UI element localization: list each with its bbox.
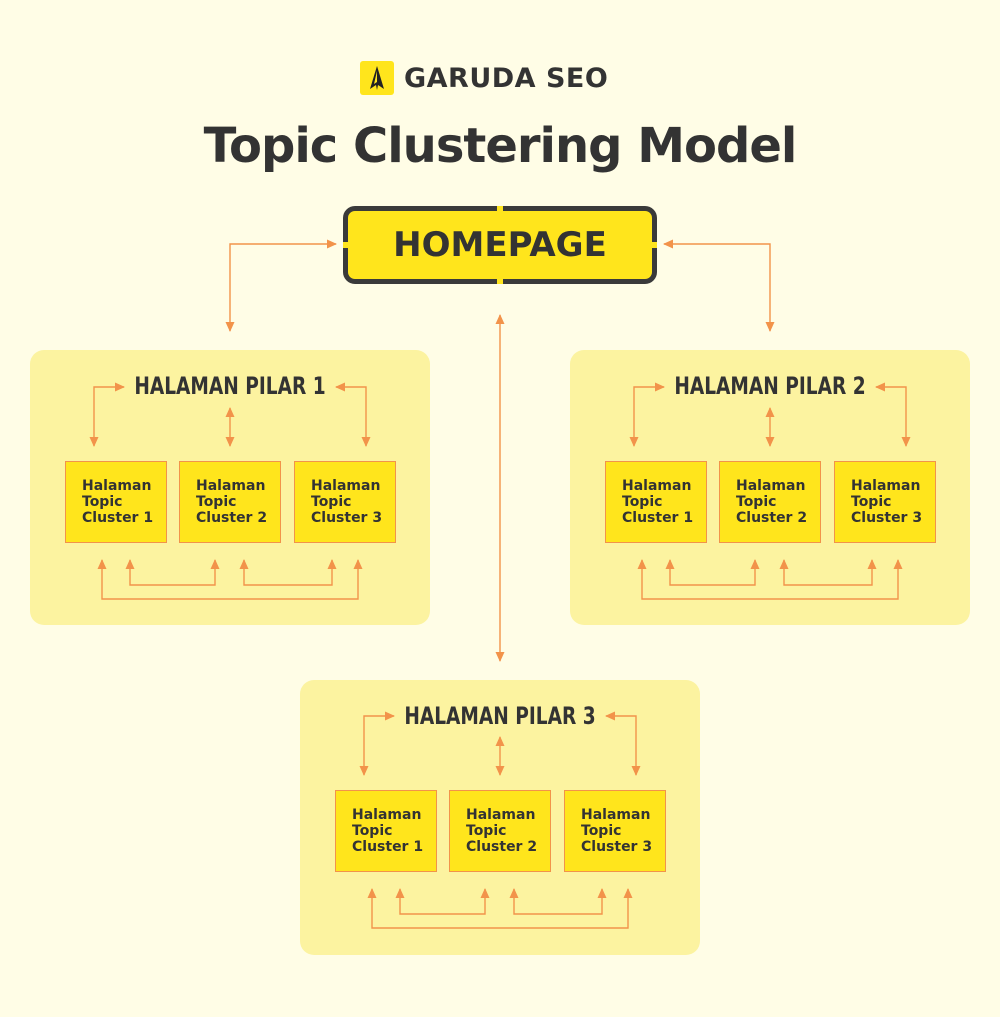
garuda-logo-icon	[360, 61, 394, 95]
cluster-label: Halaman Topic Cluster 1	[82, 478, 154, 526]
pillar-title-2: HALAMAN PILAR 2	[674, 372, 866, 400]
arrow-pillar2-cluster3	[875, 382, 911, 447]
topic-cluster-1-2: Halaman Topic Cluster 2	[179, 461, 281, 543]
arrow-pillar2-cluster1	[629, 382, 665, 447]
brand-name: GARUDA SEO	[404, 62, 609, 94]
arrow-homepage-pillar2	[663, 239, 775, 332]
arrow-pillar2-link-1-3	[637, 559, 903, 600]
arrow-pillar3-cluster3	[605, 711, 641, 776]
topic-cluster-2-1: Halaman Topic Cluster 1	[605, 461, 707, 543]
arrow-pillar1-cluster1	[89, 382, 125, 447]
pillar-title-1: HALAMAN PILAR 1	[134, 372, 326, 400]
arrow-pillar1-link-1-2	[125, 559, 220, 586]
arrow-pillar3-link-2-3	[509, 888, 607, 915]
page-title: Topic Clustering Model	[203, 118, 798, 174]
topic-cluster-2-3: Halaman Topic Cluster 3	[834, 461, 936, 543]
cluster-label: Halaman Topic Cluster 2	[466, 807, 538, 855]
homepage-notch-top	[497, 206, 503, 211]
homepage-notch-right	[652, 242, 657, 248]
arrow-pillar1-link-2-3	[239, 559, 337, 586]
cluster-label: Halaman Topic Cluster 2	[736, 478, 808, 526]
arrow-pillar1-cluster3	[335, 382, 371, 447]
homepage-notch-bottom	[497, 279, 503, 284]
cluster-label: Halaman Topic Cluster 1	[622, 478, 694, 526]
homepage-label: HOMEPAGE	[393, 225, 607, 265]
cluster-label: Halaman Topic Cluster 3	[851, 478, 923, 526]
topic-cluster-3-2: Halaman Topic Cluster 2	[449, 790, 551, 872]
arrow-pillar2-link-1-2	[665, 559, 760, 586]
topic-cluster-3-3: Halaman Topic Cluster 3	[564, 790, 666, 872]
arrow-pillar2-link-2-3	[779, 559, 877, 586]
topic-cluster-3-1: Halaman Topic Cluster 1	[335, 790, 437, 872]
arrow-pillar1-link-1-3	[97, 559, 363, 600]
pillar-title-3: HALAMAN PILAR 3	[404, 702, 596, 730]
cluster-label: Halaman Topic Cluster 3	[311, 478, 383, 526]
homepage-notch-left	[343, 242, 348, 248]
arrow-pillar3-cluster1	[359, 711, 395, 776]
cluster-label: Halaman Topic Cluster 1	[352, 807, 424, 855]
cluster-label: Halaman Topic Cluster 2	[196, 478, 268, 526]
topic-cluster-1-3: Halaman Topic Cluster 3	[294, 461, 396, 543]
topic-cluster-2-2: Halaman Topic Cluster 2	[719, 461, 821, 543]
homepage-box: HOMEPAGE	[343, 206, 657, 284]
cluster-label: Halaman Topic Cluster 3	[581, 807, 653, 855]
arrow-pillar3-link-1-3	[367, 888, 633, 929]
brand: GARUDA SEO	[360, 60, 608, 96]
arrow-homepage-pillar1	[225, 239, 337, 332]
topic-cluster-1-1: Halaman Topic Cluster 1	[65, 461, 167, 543]
arrow-pillar3-link-1-2	[395, 888, 490, 915]
